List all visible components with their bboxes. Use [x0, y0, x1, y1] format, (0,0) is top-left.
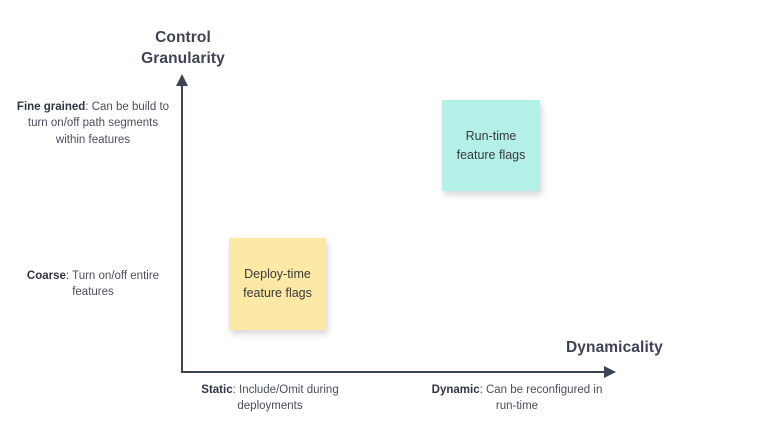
y-axis-low-label-description: Turn on/off entire features: [72, 270, 160, 299]
x-axis-high-label-term: Dynamic: [431, 384, 480, 396]
x-axis-low-label-description: Include/Omit during deployments: [237, 384, 339, 413]
y-axis-arrow-icon: [176, 74, 188, 86]
x-axis-high-label: Dynamic: Can be reconfigured in run-time: [424, 382, 610, 415]
sticky-note-runtime-feature-flags[interactable]: Run-time feature flags: [442, 100, 540, 191]
x-axis-low-label-separator: :: [232, 384, 239, 396]
y-axis-high-label-separator: :: [85, 101, 92, 113]
x-axis-high-label-description: Can be reconfigured in run-time: [485, 384, 603, 413]
sticky-note-deploytime-text: Deploy-time feature flags: [239, 265, 316, 303]
y-axis-high-label-description: Can be build to turn on/off path segment…: [27, 101, 170, 146]
y-axis-low-label: Coarse: Turn on/off entire features: [14, 268, 172, 301]
y-axis-title: Control Granularity: [118, 28, 248, 70]
x-axis-low-label: Static: Include/Omit during deployments: [182, 382, 358, 415]
x-axis-arrow-icon: [604, 366, 616, 378]
sticky-note-runtime-line-1: Run-time: [465, 128, 517, 143]
x-axis-line: [181, 371, 608, 373]
sticky-note-deploytime-line-2: feature flags: [243, 286, 312, 300]
sticky-note-runtime-line-2: feature flags: [456, 147, 526, 162]
sticky-note-deploytime-line-1: Deploy-time: [244, 267, 311, 282]
y-axis-line: [181, 84, 183, 373]
sticky-note-deploytime-feature-flags[interactable]: Deploy-time feature flags: [229, 238, 326, 330]
x-axis-high-label-separator: :: [479, 384, 486, 396]
y-axis-title-line-2: Granularity: [141, 49, 225, 67]
y-axis-low-label-term: Coarse: [26, 270, 66, 282]
y-axis-title-line-1: Control: [155, 29, 211, 46]
sticky-note-runtime-text: Run-time feature flags: [453, 127, 530, 165]
y-axis-high-label-term: Fine grained: [16, 101, 86, 113]
y-axis-low-label-separator: :: [65, 270, 73, 282]
y-axis-high-label: Fine grained: Can be build to turn on/of…: [14, 99, 172, 148]
x-axis-title: Dynamicality: [566, 339, 663, 356]
x-axis-low-label-term: Static: [201, 384, 233, 396]
